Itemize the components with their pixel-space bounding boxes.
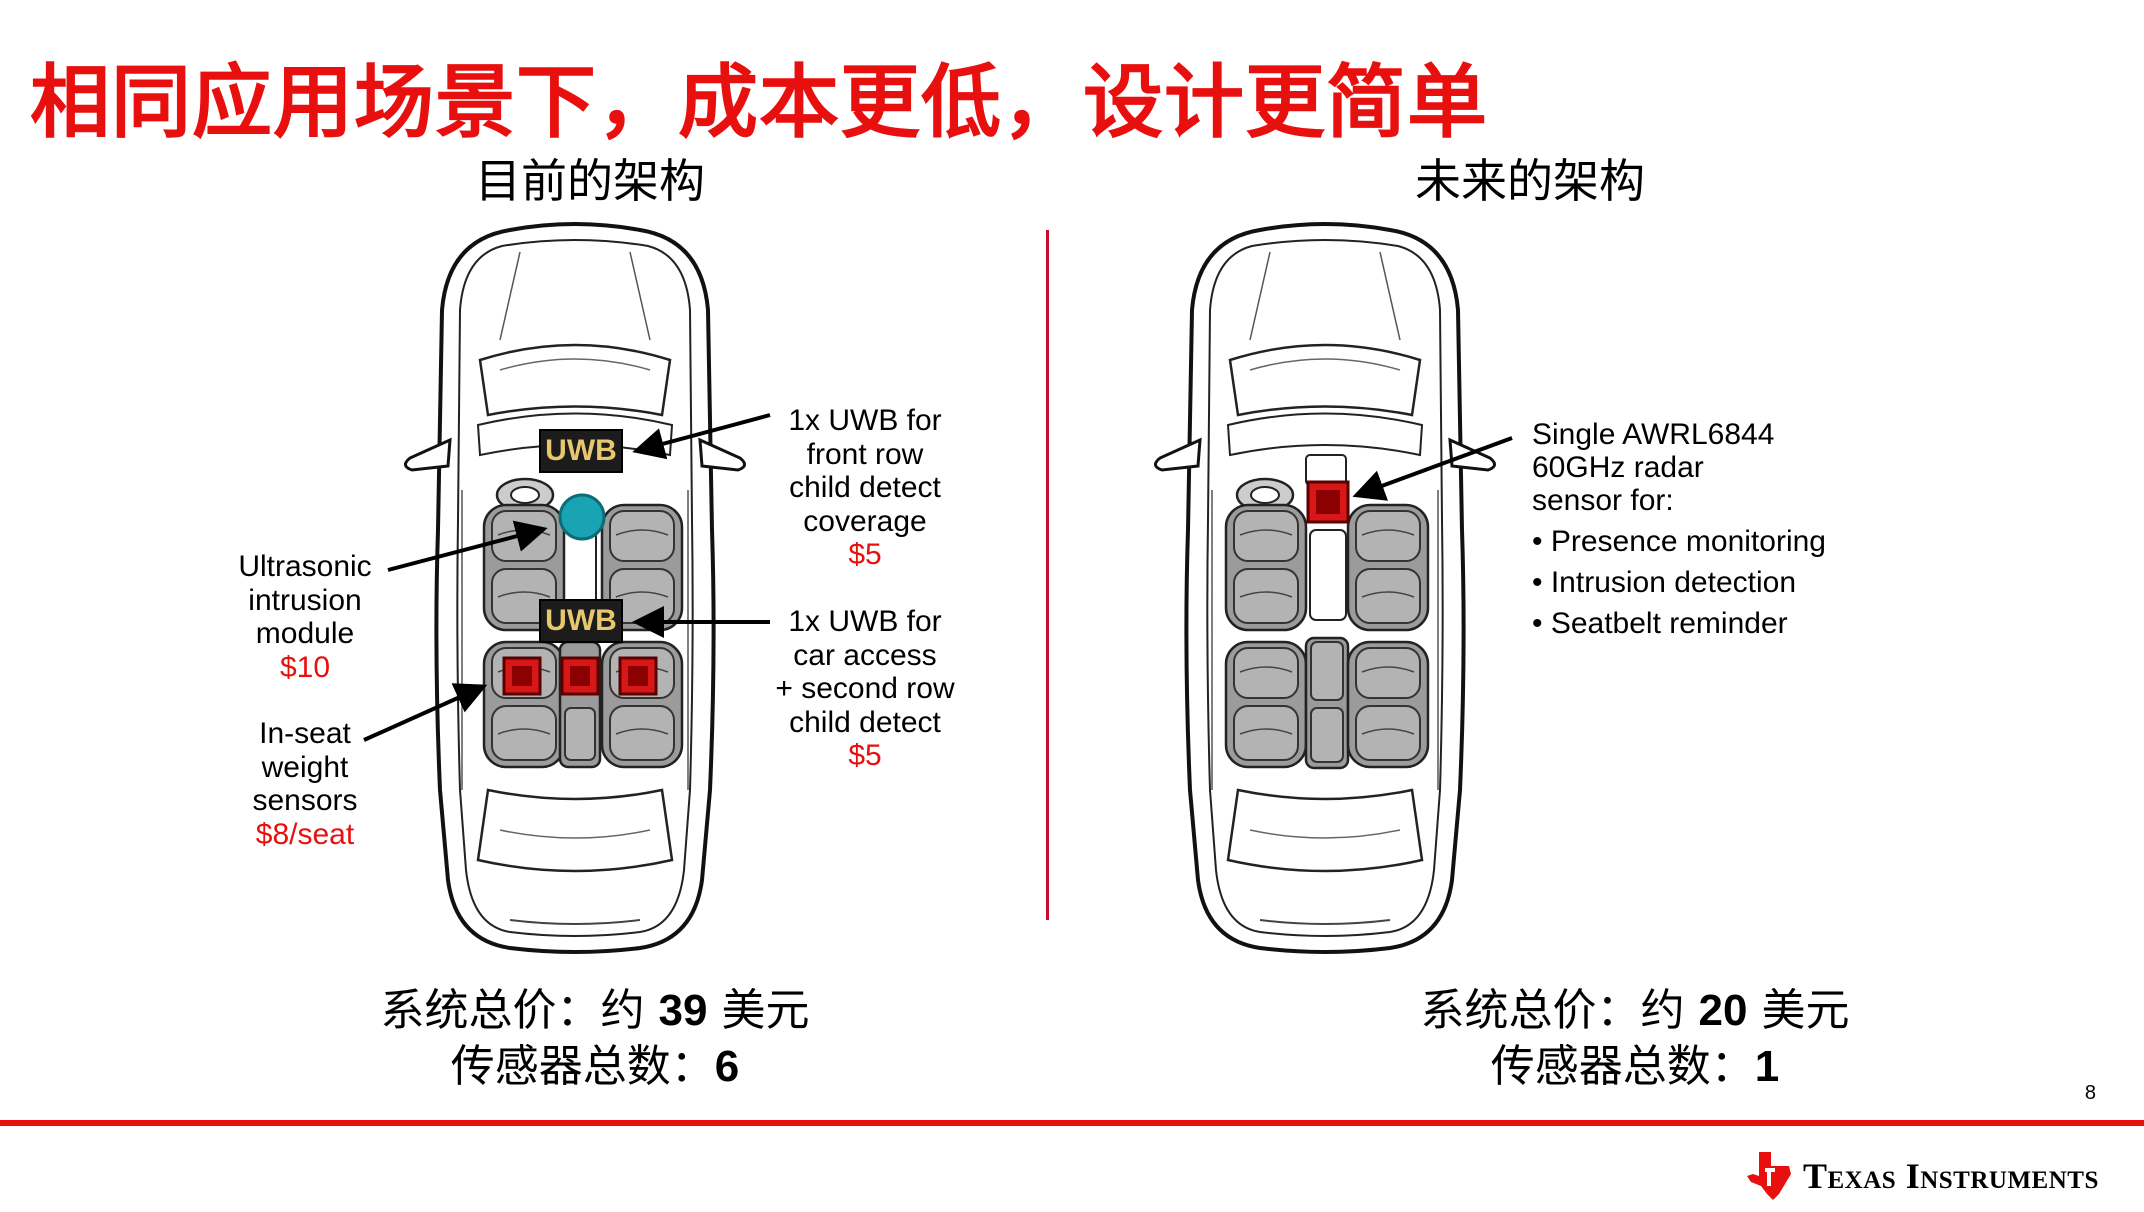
arrow-weight-sensors: [363, 683, 488, 742]
summary-current-count: 传感器总数：6: [450, 1041, 740, 1092]
price-uwb-access: $5: [848, 739, 882, 772]
steering-wheel-right: [1235, 477, 1295, 513]
rear-left-seat-right: [1224, 640, 1308, 769]
arrow-ultrasonic: [387, 520, 548, 572]
front-left-seat-right: [1224, 503, 1308, 632]
rear-middle-seat-right: [1304, 636, 1350, 770]
center-console-right: [1309, 529, 1347, 621]
price-weight-sensors: $8/seat: [255, 817, 355, 851]
uwb-rear-label: UWB: [545, 604, 617, 637]
slide-title: 相同应用场景下，成本更低，设计更简单: [30, 56, 1488, 149]
callout-weight-sensors: In-seat weight sensors $8/seat: [210, 717, 400, 851]
callout-uwb-access: 1x UWB for car access + second row child…: [760, 605, 970, 773]
ti-wordmark: Texas Instruments: [1803, 1156, 2099, 1196]
summary-future: 系统总价：约 20 美元 传感器总数：1: [1285, 983, 1985, 1095]
callout-ultrasonic: Ultrasonic intrusion module $10: [210, 550, 400, 684]
section-divider: [1046, 230, 1049, 920]
ultrasonic-sensor-dot: [558, 493, 606, 541]
uwb-front-label: UWB: [545, 434, 617, 467]
ti-logo: Texas Instruments: [1745, 1150, 2099, 1202]
texas-state-icon: [1747, 1152, 1791, 1200]
footer-rule: [0, 1120, 2144, 1126]
bullet-presence: Presence monitoring: [1532, 525, 1862, 558]
uwb-front-module: [539, 429, 623, 473]
arrow-uwb-front: [632, 413, 771, 460]
radar-sensor-marker: [1306, 480, 1350, 524]
current-car-diagram: [363, 222, 771, 954]
summary-current-cost: 系统总价：约 39 美元: [380, 985, 810, 1036]
arrow-radar-sensor: [1352, 436, 1513, 501]
callout-radar-sensor: Single AWRL6844 60GHz radar sensor for: …: [1532, 418, 1862, 640]
weight-sensor-markers: [502, 656, 658, 696]
summary-future-count: 传感器总数：1: [1490, 1041, 1780, 1092]
page-number: 8: [2084, 1082, 2096, 1104]
uwb-rear-module: [539, 599, 623, 643]
heading-future-architecture: 未来的架构: [1415, 154, 1645, 208]
bullet-seatbelt: Seatbelt reminder: [1532, 607, 1862, 640]
price-uwb-front: $5: [848, 538, 882, 571]
price-ultrasonic: $10: [279, 650, 331, 684]
summary-future-cost: 系统总价：约 20 美元: [1420, 985, 1850, 1036]
summary-current: 系统总价：约 39 美元 传感器总数：6: [245, 983, 945, 1095]
front-right-seat-right: [1346, 503, 1430, 632]
future-car-diagram: [1153, 222, 1513, 954]
rear-right-seat-right: [1346, 640, 1430, 769]
callout-uwb-front: 1x UWB for front row child detect covera…: [760, 404, 970, 572]
steering-wheel-left: [495, 477, 555, 513]
heading-current-architecture: 目前的架构: [475, 154, 705, 208]
bullet-intrusion: Intrusion detection: [1532, 566, 1862, 599]
